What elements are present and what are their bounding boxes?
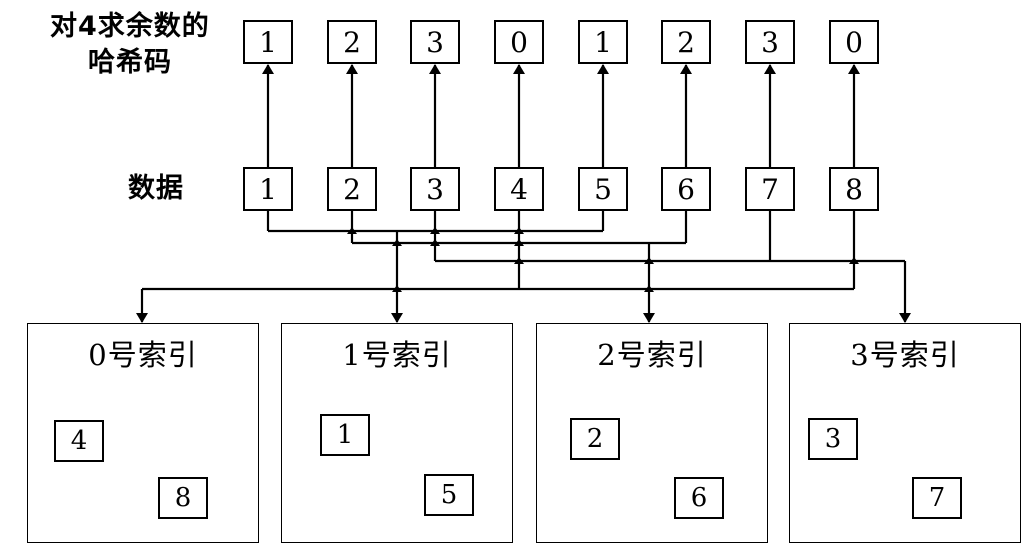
bucket-item: 2: [570, 418, 620, 460]
bucket-item: 1: [320, 414, 370, 456]
data-cell: 4: [494, 167, 544, 211]
line-crossing-marker: [514, 257, 524, 264]
bucket-title: 1号索引: [342, 338, 452, 372]
bucket-title: 2号索引: [597, 338, 707, 372]
data-cell: 5: [578, 167, 628, 211]
data-cell: 7: [745, 167, 795, 211]
bucket-title: 3号索引: [850, 338, 960, 372]
line-crossing-marker: [514, 239, 524, 246]
bucket-item: 3: [808, 418, 858, 460]
hash-code-cell: 0: [494, 20, 544, 64]
data-cell: 6: [661, 167, 711, 211]
bucket-title: 0号索引: [88, 338, 198, 372]
data-cell: 1: [243, 167, 293, 211]
hash-code-label-line2: 哈希码: [88, 47, 172, 78]
hash-code-cell: 0: [829, 20, 879, 64]
line-crossing-marker: [644, 257, 654, 264]
data-cell: 2: [327, 167, 377, 211]
bucket-index-2: 2号索引 2 6: [536, 323, 768, 543]
bucket-item: 8: [158, 477, 208, 519]
bucket-item: 7: [912, 477, 962, 519]
line-crossing-marker: [430, 227, 440, 234]
hash-code-cell: 1: [243, 20, 293, 64]
line-crossing-marker: [430, 239, 440, 246]
bucket-index-0: 0号索引 4 8: [27, 323, 259, 543]
data-label: 数据: [128, 173, 184, 204]
data-cell: 3: [410, 167, 460, 211]
data-cell: 8: [829, 167, 879, 211]
bucket-item: 6: [674, 477, 724, 519]
hash-code-cell: 3: [410, 20, 460, 64]
hash-code-cell: 2: [327, 20, 377, 64]
line-crossing-marker: [849, 257, 859, 264]
hash-code-cell: 3: [745, 20, 795, 64]
line-crossing-marker: [392, 239, 402, 246]
bucket-item: 4: [54, 420, 104, 462]
line-crossing-marker: [392, 285, 402, 292]
hash-code-cell: 1: [578, 20, 628, 64]
line-crossing-marker: [347, 227, 357, 234]
line-crossing-marker: [514, 227, 524, 234]
bucket-index-3: 3号索引 3 7: [789, 323, 1021, 543]
bucket-item: 5: [424, 474, 474, 516]
line-crossing-marker: [644, 285, 654, 292]
hash-code-label-line1: 对4求余数的: [50, 11, 210, 42]
bucket-index-1: 1号索引 1 5: [281, 323, 513, 543]
hash-code-cell: 2: [661, 20, 711, 64]
